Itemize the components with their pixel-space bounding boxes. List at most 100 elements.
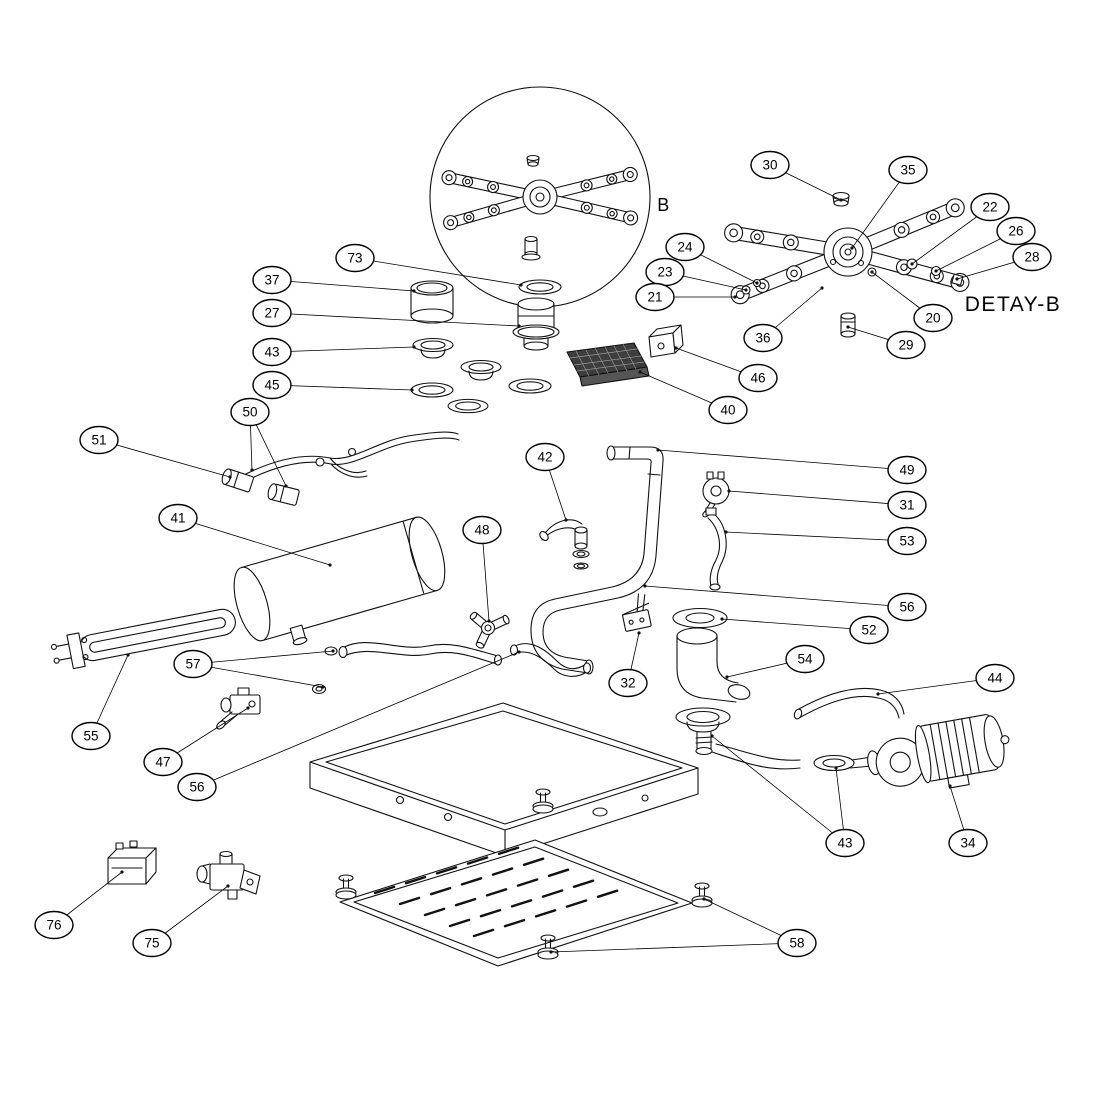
leader-line (271, 312, 520, 327)
vent-slot (510, 899, 533, 908)
leader-line (877, 677, 996, 695)
leader-dot (487, 619, 491, 623)
vent-slot (547, 868, 570, 877)
seal-seats (412, 337, 502, 381)
vent-slot (565, 899, 588, 908)
callout-bubble (173, 649, 213, 679)
vent-slot (516, 878, 539, 887)
callout-50: 50 (230, 397, 270, 427)
leader-dot (250, 468, 254, 472)
callout-53: 53 (887, 526, 927, 556)
leader-dot (846, 325, 850, 329)
callout-bubble (177, 772, 217, 802)
vent-slot (491, 867, 514, 876)
spray-arm-small (440, 154, 640, 232)
callout-21: 21 (635, 282, 675, 312)
vent-slot (572, 879, 595, 888)
callout-36: 36 (743, 323, 783, 353)
bracket-strap (705, 507, 727, 591)
callout-bubble (777, 928, 817, 958)
callout-37: 37 (252, 265, 292, 295)
view-label-b: B (657, 195, 671, 215)
leader-dot (934, 269, 938, 273)
vent-slot (522, 857, 545, 866)
leader-dot (725, 675, 729, 679)
callout-number: 75 (144, 936, 159, 951)
callout-bubble (708, 395, 748, 425)
leader-dot (412, 289, 416, 293)
callout-bubble (608, 668, 648, 698)
callout-28: 28 (1012, 242, 1052, 272)
callout-bubble (34, 910, 74, 940)
callout-42: 42 (525, 442, 565, 472)
callout-number: 56 (899, 600, 914, 615)
leader-line (851, 169, 909, 249)
callout-49: 49 (887, 455, 927, 485)
callout-23: 23 (645, 257, 685, 287)
boiler-tank (233, 516, 446, 646)
callout-number: 45 (264, 378, 279, 393)
leader-line (657, 449, 908, 471)
callout-number: 47 (155, 755, 170, 770)
callout-number: 58 (789, 936, 804, 951)
callout-number: 29 (898, 338, 913, 353)
callout-bubble (785, 644, 825, 674)
leader-dot (850, 246, 854, 250)
vent-slot (423, 907, 446, 917)
callout-56-right: 56 (887, 592, 927, 622)
callout-bubble (252, 370, 292, 400)
leader-dot (638, 370, 642, 374)
callout-52: 52 (849, 615, 889, 645)
inlet-cylinder (512, 297, 560, 351)
callout-number: 26 (1008, 224, 1023, 239)
callout-20: 20 (913, 303, 953, 333)
hub-bushing (840, 312, 856, 338)
leader-dot (284, 484, 288, 488)
leader-dot (517, 650, 521, 654)
callout-bubble (252, 265, 292, 295)
base-tray (339, 839, 693, 967)
wire-harness (221, 431, 460, 506)
leader-dot (674, 346, 678, 350)
callout-27: 27 (252, 298, 292, 328)
callout-bubble (887, 526, 927, 556)
callout-number: 44 (987, 671, 1003, 686)
vent-slot (373, 885, 396, 895)
leader-dot (519, 283, 523, 287)
callout-number: 42 (537, 450, 552, 465)
callout-55: 55 (71, 721, 111, 751)
callout-bubble (750, 150, 790, 180)
heating-element (50, 608, 236, 670)
leader-line (644, 585, 908, 608)
leader-dot (643, 584, 647, 588)
vent-slot (404, 875, 427, 885)
leader-dot (733, 295, 737, 299)
callout-58: 58 (777, 928, 817, 958)
leader-dot (820, 286, 824, 290)
leader-dot (955, 277, 959, 281)
leader-dot (724, 530, 728, 534)
leader-dot (321, 685, 325, 689)
vent-slot (466, 856, 489, 865)
callout-bubble (886, 330, 926, 360)
vent-slots (373, 846, 619, 938)
callout-bubble (665, 232, 705, 262)
callout-22: 22 (970, 192, 1010, 222)
callout-73: 73 (335, 243, 375, 273)
callout-bubble (738, 363, 778, 393)
callout-bubble (913, 303, 953, 333)
callout-31: 31 (887, 490, 927, 520)
leader-dot (517, 324, 521, 328)
leader-dot (702, 897, 706, 901)
leader-dot (246, 706, 250, 710)
vent-slot (429, 886, 452, 896)
callout-bubble (996, 216, 1036, 246)
callout-46: 46 (738, 363, 778, 393)
callout-bubble (158, 503, 198, 533)
callout-number: 35 (900, 163, 915, 178)
callout-number: 53 (899, 534, 914, 549)
vent-slot (448, 918, 471, 928)
leader-line (192, 650, 334, 665)
leader-line (271, 346, 415, 353)
flat-gaskets (410, 378, 552, 414)
